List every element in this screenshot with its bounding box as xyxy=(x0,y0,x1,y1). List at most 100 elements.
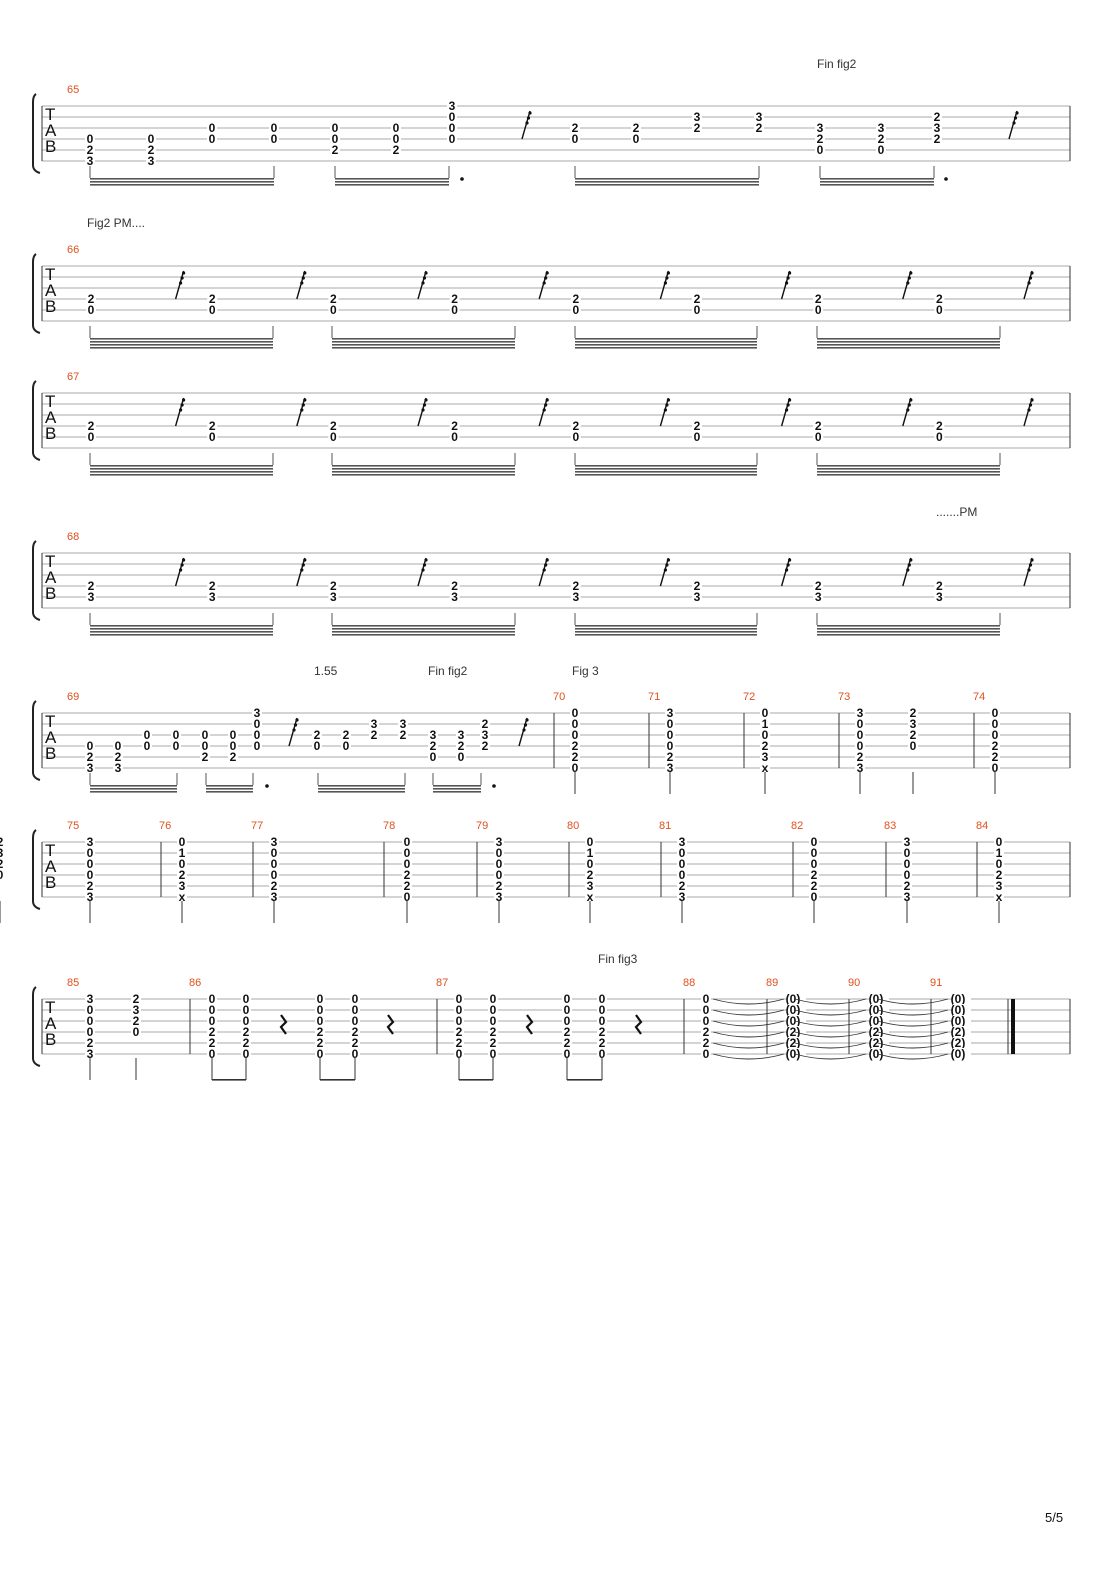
fret-number: 2 xyxy=(992,750,999,764)
fret-bg xyxy=(391,122,401,133)
fret-number: 3 xyxy=(496,890,503,904)
fret-number: 0 xyxy=(209,992,216,1006)
fret-number: 3 xyxy=(996,879,1003,893)
fret-bg xyxy=(131,993,141,1004)
measure-number: 76 xyxy=(159,820,171,832)
measure-number: 72 xyxy=(743,691,755,703)
beam xyxy=(90,344,273,346)
staff-bracket xyxy=(32,380,41,461)
fret-bg xyxy=(269,836,279,847)
fret-number: 0 xyxy=(271,868,278,882)
fret-number: 0 xyxy=(87,739,94,753)
fret-number: 3 xyxy=(587,879,594,893)
fret-bg xyxy=(562,1037,572,1048)
fret-bg xyxy=(449,591,460,602)
slash-dot xyxy=(1012,121,1016,125)
fret-number: 3 xyxy=(667,761,674,775)
fret-number: 0 xyxy=(490,1003,497,1017)
fret-number: 2 xyxy=(703,1025,710,1039)
fret-bg xyxy=(146,144,156,155)
tab-clef-letter: B xyxy=(45,873,56,892)
slash-dot xyxy=(544,276,548,280)
fret-bg xyxy=(252,718,262,729)
fret-bg xyxy=(402,880,412,891)
beam xyxy=(575,338,757,340)
fret-number: 2 xyxy=(762,739,769,753)
fret-bg xyxy=(585,847,595,858)
slash-dot xyxy=(788,558,792,562)
fret-number: 0 xyxy=(404,857,411,871)
fret-number: 2 xyxy=(330,292,337,306)
tab-clef-letter: B xyxy=(45,584,56,603)
fret-number: 2 xyxy=(400,728,407,742)
fret-bg xyxy=(855,751,865,762)
tab-clef-letter: A xyxy=(45,121,57,140)
slash-stroke xyxy=(417,270,427,300)
slash-dot xyxy=(424,398,428,402)
fret-number: 3 xyxy=(449,99,456,113)
fret-bg xyxy=(692,420,702,431)
beam xyxy=(817,471,1000,473)
fret-bg xyxy=(815,122,825,133)
slash-dot xyxy=(303,398,307,402)
fret-bg xyxy=(177,847,187,858)
fret-number: 0 xyxy=(317,1047,324,1061)
beam xyxy=(575,625,757,627)
fret-number: 1 xyxy=(587,846,594,860)
slash-dot xyxy=(909,271,913,275)
slash-dot xyxy=(907,563,911,567)
slash-stroke xyxy=(659,397,670,427)
fret-number: 3 xyxy=(936,590,943,604)
fret-bg xyxy=(341,740,351,751)
fret-bg xyxy=(85,891,95,902)
tab-clef-letter: T xyxy=(45,105,55,124)
fret-number: 0 xyxy=(393,132,400,146)
fret-number: 0 xyxy=(254,717,261,731)
fret-number: 0 xyxy=(456,1014,463,1028)
fret-number: 2 xyxy=(458,739,465,753)
fret-bg xyxy=(665,707,675,718)
fret-number: x xyxy=(587,890,594,904)
beam xyxy=(90,791,177,793)
fret-number: 1 xyxy=(762,717,769,731)
staff-bracket xyxy=(32,829,41,910)
fret-bg xyxy=(330,144,340,155)
fret-number: 2 xyxy=(209,292,216,306)
tie xyxy=(877,1053,949,1060)
fret-bg xyxy=(207,420,218,431)
fret-bg xyxy=(171,729,181,740)
measure-number: 90 xyxy=(848,977,860,989)
fret-bg xyxy=(0,858,10,869)
measure-number: 85 xyxy=(67,977,79,989)
fret-number: (0) xyxy=(869,1047,884,1061)
fret-number: (0) xyxy=(786,1014,801,1028)
fret-bg xyxy=(177,858,187,869)
fret-number: 2 xyxy=(404,879,411,893)
beam xyxy=(332,474,515,476)
fret-number: 2 xyxy=(572,739,579,753)
measure-number: 77 xyxy=(251,820,263,832)
fret-number: 0 xyxy=(243,1047,250,1061)
slash-stroke xyxy=(296,397,306,427)
slash-dot xyxy=(663,408,668,412)
fret-bg xyxy=(228,740,238,751)
tie xyxy=(712,1031,785,1038)
fret-bg xyxy=(480,718,490,729)
fret-bg xyxy=(241,1004,251,1015)
fret-number: 0 xyxy=(857,728,864,742)
fret-bg xyxy=(953,993,971,1004)
fret-number: 0 xyxy=(456,992,463,1006)
annotation-fin-fig3: Fin fig3 xyxy=(598,952,638,966)
fret-bg xyxy=(871,1004,889,1015)
fret-number: 3 xyxy=(133,1003,140,1017)
beam xyxy=(90,181,274,183)
slash-dot xyxy=(907,403,911,407)
fret-number: 2 xyxy=(572,121,579,135)
fret-number: 2 xyxy=(815,292,822,306)
fret-bg xyxy=(402,836,412,847)
fret-number: 2 xyxy=(599,1025,606,1039)
fret-bg xyxy=(428,751,438,762)
